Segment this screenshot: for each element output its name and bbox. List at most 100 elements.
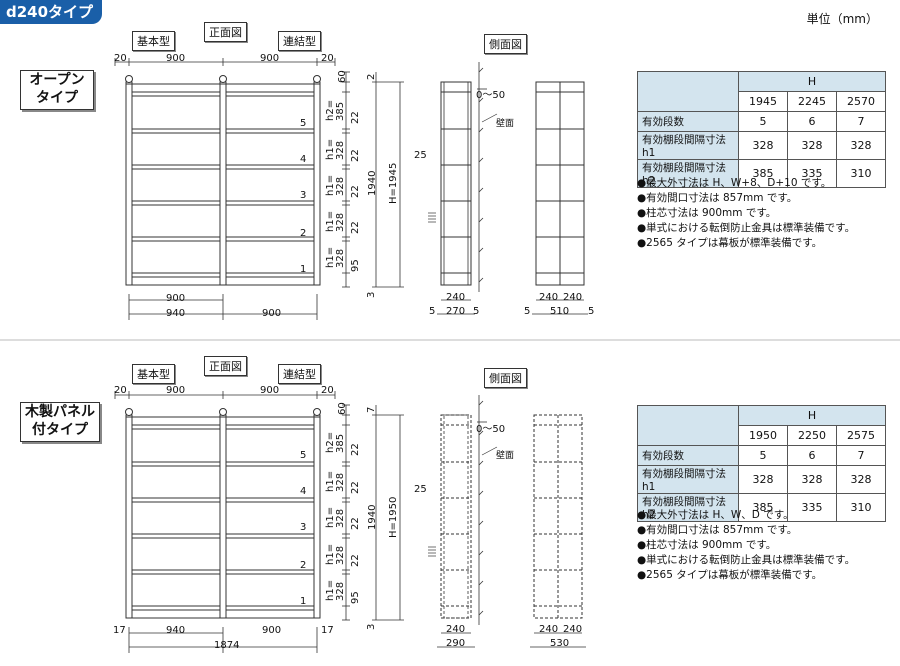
gap-3: 22 xyxy=(350,554,361,567)
drawing-rect xyxy=(125,81,133,286)
drawing-rect xyxy=(440,414,472,619)
drawing-line xyxy=(478,400,484,406)
height-col: 1945 xyxy=(738,91,788,112)
post-cap xyxy=(125,408,133,416)
drawing-rect xyxy=(225,533,315,539)
side-dim-5a: 5 xyxy=(429,306,436,317)
gap-3: 22 xyxy=(350,221,361,234)
type-line2: 付タイプ xyxy=(32,422,88,438)
type-box-open: オープン タイプ xyxy=(20,70,94,110)
spec-table-bottom: H 1950 2250 2575 有効段数 5 6 7 有効棚段間隔寸法h1 3… xyxy=(637,405,886,522)
unit-label: 単位（mm） xyxy=(806,12,878,26)
note: ●最大外寸法は H、W+8、D+10 です。 xyxy=(637,177,832,189)
table-row: 有効段数 5 6 7 xyxy=(637,111,886,132)
type-line1: 木製パネル xyxy=(25,404,95,420)
notes-bottom: ●最大外寸法は H、W、D です。 ●有効間口寸法は 857mm です。 ●柱芯… xyxy=(637,508,855,583)
height-col: 1950 xyxy=(738,425,788,446)
drawing-rect xyxy=(225,128,315,134)
drawing-rect xyxy=(219,414,227,619)
h-label-1: h1= 328 xyxy=(325,138,346,160)
drawing-rect xyxy=(443,414,469,619)
side-dim-25: 25 xyxy=(414,484,427,495)
side2-dim-240b: 240 xyxy=(563,292,583,303)
side2-dim-5a: 5 xyxy=(524,306,531,317)
dim-v-H: H=1945 xyxy=(388,162,399,204)
label-front: 正面図 xyxy=(204,356,247,376)
dim-v-60: 60 xyxy=(337,70,348,83)
dim-bottom-17b: 17 xyxy=(321,625,334,636)
drawing-rect xyxy=(131,200,221,206)
drawing-rect xyxy=(131,461,221,467)
dim-bottom-1: 940 xyxy=(166,308,186,319)
drawing-rect xyxy=(219,81,227,286)
drawing-rect xyxy=(131,91,221,97)
drawing-line xyxy=(478,490,484,496)
drawing-line xyxy=(478,217,484,223)
drawing-rect xyxy=(131,272,221,278)
drawing-rect xyxy=(131,236,221,242)
drawing-line xyxy=(478,520,484,526)
dim-top-0: 20 xyxy=(114,53,127,64)
side-dim-270: 270 xyxy=(446,306,466,317)
post-cap xyxy=(125,75,133,83)
dim-v-1940: 1940 xyxy=(367,170,378,196)
drawing-rect xyxy=(443,81,469,286)
note: ●2565 タイプは幕板が標準装備です。 xyxy=(637,237,823,249)
shelf-no-4: 4 xyxy=(300,154,307,165)
drawing-rect xyxy=(225,91,315,97)
drawing-line xyxy=(478,247,484,253)
post-cap xyxy=(219,75,227,83)
dim-top-2: 900 xyxy=(260,385,280,396)
h-label-4: h1= 328 xyxy=(325,246,346,268)
drawing-rect xyxy=(125,414,133,619)
drawing-line xyxy=(478,460,484,466)
drawing-rect xyxy=(131,164,221,170)
label-basic: 基本型 xyxy=(132,31,175,51)
label-linked: 連結型 xyxy=(278,364,321,384)
drawing-rect xyxy=(225,497,315,503)
label-front: 正面図 xyxy=(204,22,247,42)
drawing-rect xyxy=(131,569,221,575)
gap-4: 95 xyxy=(350,259,361,272)
dim-top-1: 900 xyxy=(166,53,186,64)
shelf-no-3: 3 xyxy=(300,522,307,533)
h-label-1: h1= 328 xyxy=(325,470,346,492)
dim-v-H: H=1950 xyxy=(388,496,399,538)
series-badge: d240タイプ xyxy=(0,0,102,24)
table-row: 有効段数 5 6 7 xyxy=(637,445,886,466)
table-row: 有効棚段間隔寸法h1 328 328 328 xyxy=(637,465,886,494)
drawing-line xyxy=(478,127,484,133)
note: ●柱芯寸法は 900mm です。 xyxy=(637,539,777,551)
dim-top-0: 20 xyxy=(114,385,127,396)
drawing-line xyxy=(478,550,484,556)
note: ●柱芯寸法は 900mm です。 xyxy=(637,207,777,219)
table-row: 有効棚段間隔寸法h2 385 335 310 xyxy=(637,493,886,522)
note: ●単式における転倒防止金具は標準装備です。 xyxy=(637,222,856,234)
dim-v-1940: 1940 xyxy=(367,504,378,530)
drawing-rect xyxy=(440,81,472,286)
shelf-no-4: 4 xyxy=(300,486,307,497)
drawing-line xyxy=(478,430,484,436)
dim-v-7: 7 xyxy=(366,406,377,413)
label-side: 側面図 xyxy=(484,368,527,388)
side2-dim-530: 530 xyxy=(550,638,570,649)
h-label-4: h1= 328 xyxy=(325,579,346,601)
gap-2: 22 xyxy=(350,185,361,198)
dim-top-3: 20 xyxy=(321,385,334,396)
height-col: 2245 xyxy=(787,91,837,112)
notes-top: ●最大外寸法は H、W+8、D+10 です。 ●有効間口寸法は 857mm です… xyxy=(637,176,855,251)
dim-bottom-940: 940 xyxy=(166,625,186,636)
gap-0: 22 xyxy=(350,443,361,456)
spec-table-top: H 1945 2245 2570 有効段数 5 6 7 有効棚段間隔寸法h1 3… xyxy=(637,71,886,188)
note: ●有効間口寸法は 857mm です。 xyxy=(637,192,798,204)
type-line2: タイプ xyxy=(36,90,78,106)
h-label-2: h1= 328 xyxy=(325,174,346,196)
shelf-no-2: 2 xyxy=(300,560,307,571)
drawing-rect xyxy=(313,81,321,286)
dim-bottom-17a: 17 xyxy=(113,625,126,636)
drawing-rect xyxy=(225,200,315,206)
note: ●単式における転倒防止金具は標準装備です。 xyxy=(637,554,856,566)
drawing-rect xyxy=(225,164,315,170)
drawing-line xyxy=(478,580,484,586)
shelf-no-5: 5 xyxy=(300,450,307,461)
